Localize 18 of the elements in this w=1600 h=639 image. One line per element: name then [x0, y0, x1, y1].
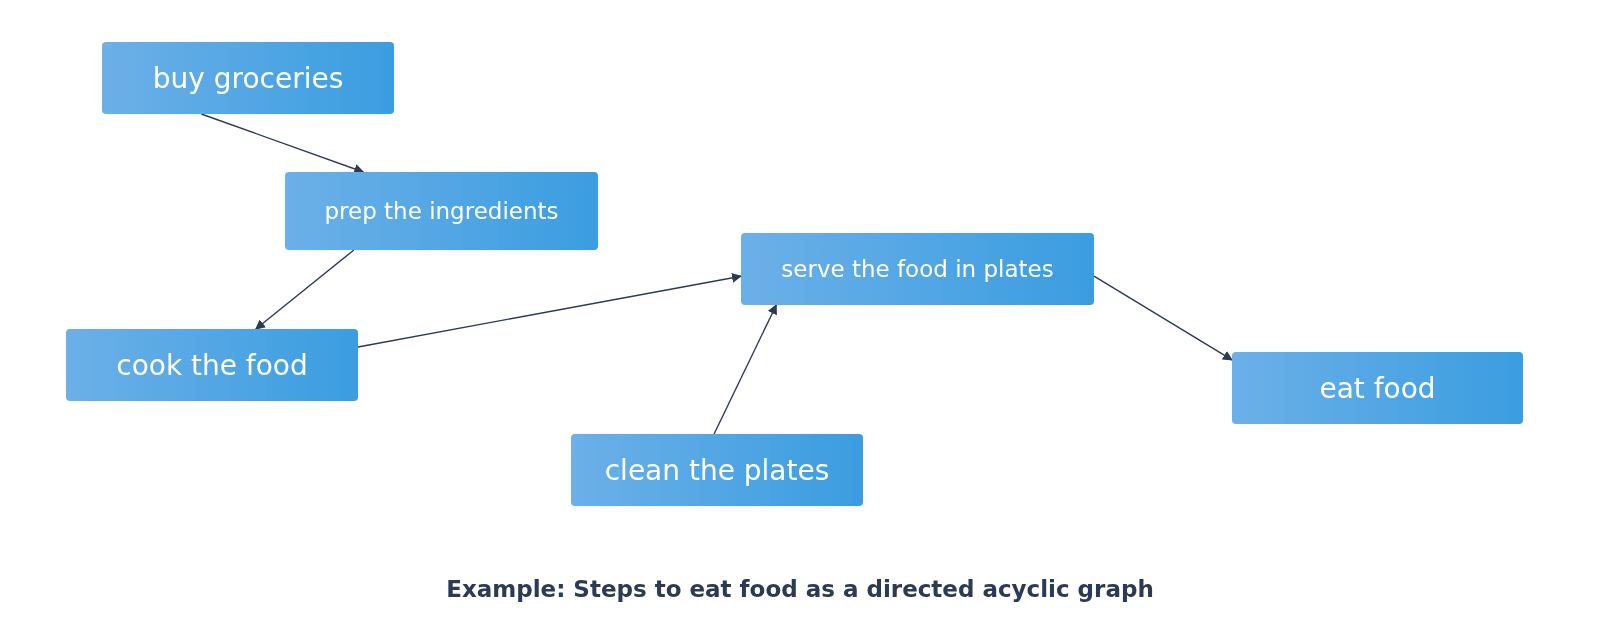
step-label: buy groceries — [152, 61, 344, 95]
step-label: clean the plates — [604, 453, 830, 487]
arrow — [255, 249, 355, 330]
caption: Example: Steps to eat food as a directed acyclic graph — [446, 576, 1154, 602]
step-label: cook the food — [116, 348, 308, 382]
step-label: prep the ingredients — [324, 198, 559, 224]
arrow — [713, 304, 777, 435]
process-box — [66, 329, 358, 401]
step-label: eat food — [1319, 371, 1436, 405]
arrow — [1093, 275, 1233, 361]
step-label: serve the food in plates — [781, 256, 1054, 282]
process-box — [741, 233, 1094, 305]
arrow — [200, 113, 365, 174]
process-box — [102, 42, 394, 114]
process-box — [571, 434, 863, 506]
process-box — [1232, 352, 1523, 424]
process-box — [285, 172, 598, 250]
arrow — [357, 272, 742, 348]
